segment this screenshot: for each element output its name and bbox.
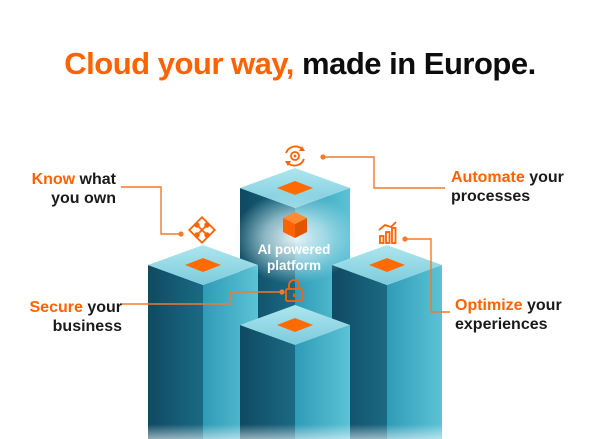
cube-icon	[283, 212, 307, 238]
connector-lines	[120, 156, 450, 313]
label-optimize-accent: Optimize	[455, 297, 523, 314]
label-know: Know what you own	[32, 170, 116, 208]
label-know-line1: what	[75, 171, 116, 188]
label-secure-line1: your	[82, 299, 122, 316]
label-optimize: Optimize your experiences	[455, 296, 562, 334]
orange-pad	[185, 258, 221, 272]
label-optimize-line2: experiences	[455, 316, 548, 333]
orange-pad	[277, 181, 313, 195]
label-secure-accent: Secure	[29, 299, 83, 316]
gear-cycle-icon	[285, 145, 305, 167]
center-label-line2: platform	[267, 258, 321, 273]
headline: Cloud your way, made in Europe.	[0, 46, 600, 82]
label-automate-accent: Automate	[451, 169, 525, 186]
label-know-line2: you own	[51, 190, 116, 207]
label-automate: Automate your processes	[451, 168, 564, 206]
padlock-icon	[285, 279, 303, 302]
center-label-line1: AI powered	[257, 242, 331, 257]
center-label: AI powered platform	[244, 242, 344, 274]
orange-pad	[369, 258, 405, 272]
label-optimize-line1: your	[522, 297, 562, 314]
label-know-accent: Know	[31, 171, 76, 188]
network-diamond-icon	[187, 215, 217, 245]
label-secure: Secure your business	[30, 298, 123, 336]
label-secure-line2: business	[52, 318, 122, 335]
label-automate-line1: your	[524, 169, 564, 186]
headline-accent: Cloud your way,	[64, 46, 294, 81]
growth-chart-icon	[378, 221, 397, 244]
orange-pad	[277, 318, 313, 332]
headline-rest: made in Europe.	[302, 46, 536, 81]
label-automate-line2: processes	[451, 188, 531, 205]
